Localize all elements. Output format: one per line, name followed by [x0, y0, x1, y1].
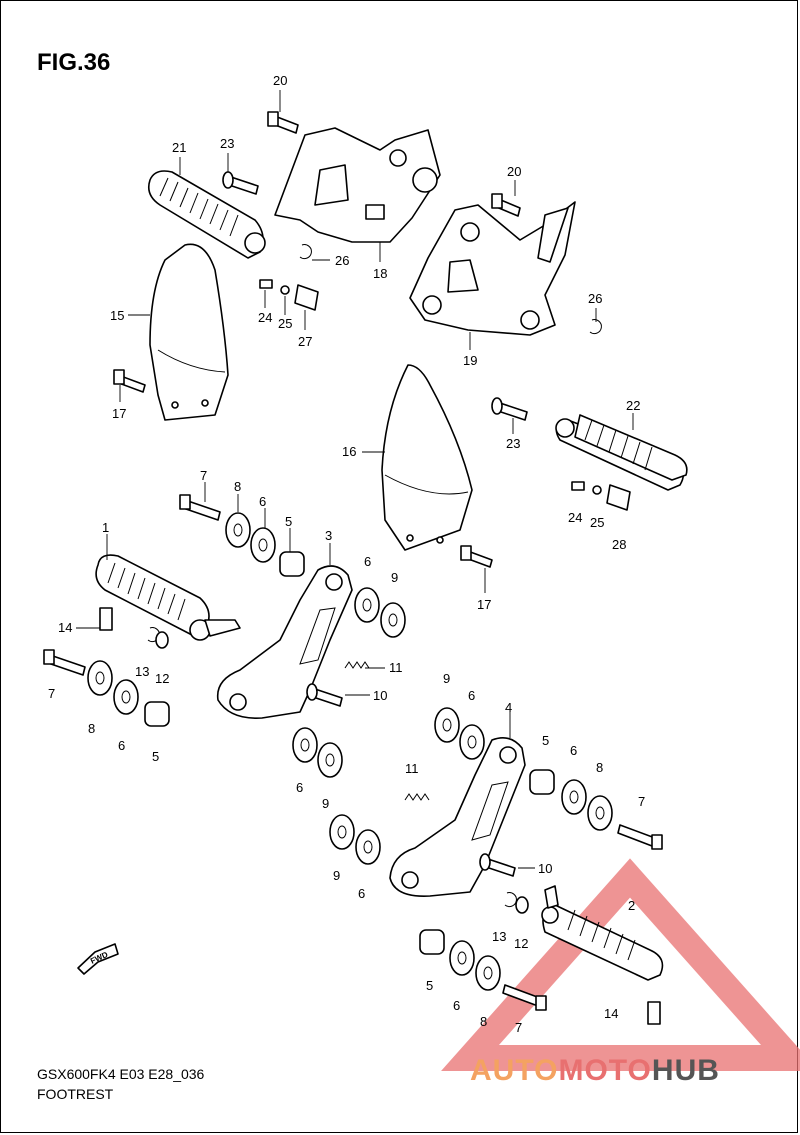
callout-17b: 17	[477, 597, 491, 612]
bracket-18	[274, 127, 441, 243]
callout-11a: 11	[389, 660, 403, 675]
callout-19: 19	[463, 353, 477, 368]
small-parts	[43, 111, 663, 1025]
footpeg-2	[541, 885, 664, 981]
callout-12a: 12	[155, 671, 169, 686]
callout-5a: 5	[285, 514, 292, 529]
callout-8d: 8	[480, 1014, 487, 1029]
watermark-moto: MOTO	[558, 1054, 652, 1087]
callout-6b: 6	[364, 554, 371, 569]
heel-guard-15	[149, 243, 229, 421]
callout-7a: 7	[200, 468, 207, 483]
callout-14a: 14	[58, 620, 72, 635]
figure-caption: FOOTREST	[37, 1086, 114, 1102]
leader-lines	[76, 90, 634, 869]
watermark-auto: AUTO	[470, 1054, 559, 1087]
callout-14b: 14	[604, 1006, 618, 1021]
callout-6f: 6	[296, 780, 303, 795]
watermark-logo: AUTOMOTOHUB	[470, 1054, 720, 1088]
bracket-3	[216, 565, 353, 719]
callout-18: 18	[373, 266, 387, 281]
callout-9a: 9	[391, 570, 398, 585]
callout-5b: 5	[152, 749, 159, 764]
callout-28: 28	[612, 537, 626, 552]
callout-6d: 6	[468, 688, 475, 703]
footpeg-1	[95, 554, 241, 641]
callout-6a: 6	[259, 494, 266, 509]
fwd-arrow-icon	[77, 943, 119, 975]
bracket-4	[389, 737, 526, 897]
callout-23b: 23	[506, 436, 520, 451]
callout-6h: 6	[453, 998, 460, 1013]
callout-20a: 20	[273, 73, 287, 88]
callout-10b: 10	[538, 861, 552, 876]
callout-17a: 17	[112, 406, 126, 421]
callout-26b: 26	[588, 291, 602, 306]
callout-12b: 12	[514, 936, 528, 951]
footpeg-21	[147, 170, 266, 259]
callout-21: 21	[172, 140, 186, 155]
callout-1: 1	[102, 520, 109, 535]
model-code: GSX600FK4 E03 E28_036	[37, 1066, 205, 1082]
callout-5d: 5	[426, 978, 433, 993]
callout-15: 15	[110, 308, 124, 323]
bracket-19	[409, 201, 576, 336]
callout-25a: 25	[278, 316, 292, 331]
callout-6e: 6	[570, 743, 577, 758]
callout-6g: 6	[358, 886, 365, 901]
callout-13b: 13	[492, 929, 506, 944]
callout-8a: 8	[234, 479, 241, 494]
callout-11b: 11	[405, 761, 419, 776]
callout-22: 22	[626, 398, 640, 413]
callout-8b: 8	[88, 721, 95, 736]
callout-9c: 9	[322, 796, 329, 811]
fwd-label: FWD	[89, 950, 110, 966]
callout-labels: 20 21 23 26 18 24 25 27 15 17 20 19 26 2…	[48, 73, 645, 1035]
callout-25b: 25	[590, 515, 604, 530]
callout-7b: 7	[48, 686, 55, 701]
footpeg-22	[555, 414, 688, 491]
callout-2: 2	[628, 898, 635, 913]
callout-27: 27	[298, 334, 312, 349]
callout-7d: 7	[515, 1020, 522, 1035]
callout-9b: 9	[443, 671, 450, 686]
callout-10a: 10	[373, 688, 387, 703]
watermark-triangle	[441, 858, 800, 1071]
callout-20b: 20	[507, 164, 521, 179]
callout-24b: 24	[568, 510, 582, 525]
callout-16: 16	[342, 444, 356, 459]
callout-8c: 8	[596, 760, 603, 775]
callout-3: 3	[325, 528, 332, 543]
figure-title: FIG.36	[37, 49, 111, 76]
callout-5c: 5	[542, 733, 549, 748]
callout-4: 4	[505, 700, 512, 715]
callout-23a: 23	[220, 136, 234, 151]
callout-9d: 9	[333, 868, 340, 883]
callout-26a: 26	[335, 253, 349, 268]
callout-24a: 24	[258, 310, 272, 325]
callout-13a: 13	[135, 664, 149, 679]
callout-7c: 7	[638, 794, 645, 809]
callout-6c: 6	[118, 738, 125, 753]
heel-guard-16	[381, 364, 473, 551]
watermark-hub: HUB	[651, 1054, 720, 1087]
